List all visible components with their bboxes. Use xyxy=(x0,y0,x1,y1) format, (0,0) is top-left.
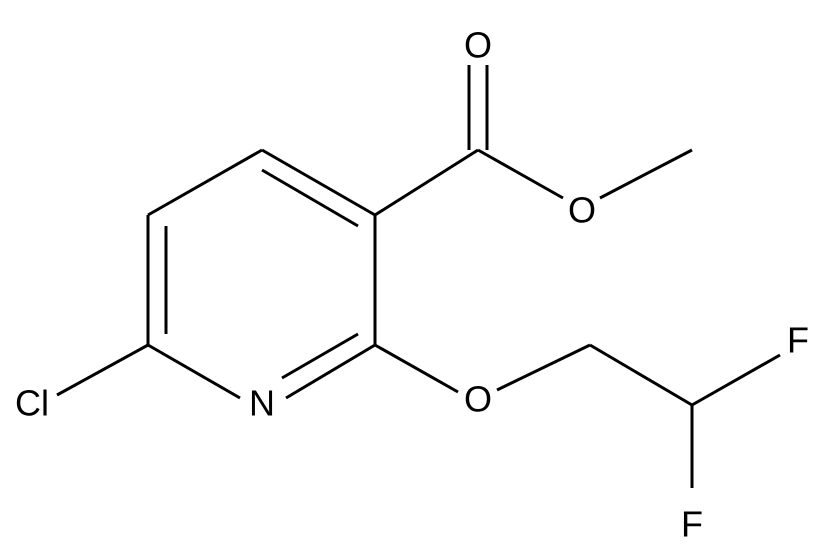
atom-o-carbonyl: O xyxy=(464,25,492,66)
bond-c3-ccarbonyl xyxy=(374,148,479,217)
atom-labels: O O O N Cl F F xyxy=(15,25,809,545)
bond-c6-n xyxy=(147,343,241,400)
bond-oether-ch2 xyxy=(496,343,591,392)
bond-chf2-f-top xyxy=(691,353,781,407)
bonds xyxy=(56,65,781,488)
atom-o-ether: O xyxy=(464,379,492,420)
atom-cl: Cl xyxy=(15,383,49,424)
bond-n-c2-inner xyxy=(281,332,359,380)
bond-ch2-chf2 xyxy=(589,343,693,407)
atom-o-ester: O xyxy=(568,190,596,231)
bond-oester-ch3 xyxy=(599,148,693,200)
bond-c3-c4 xyxy=(261,148,376,217)
atom-f-top: F xyxy=(787,320,809,361)
atom-f-bottom: F xyxy=(681,504,703,545)
bond-ccarbonyl-oester xyxy=(477,148,564,200)
bond-c2-oether xyxy=(374,343,459,394)
bond-n-c2 xyxy=(285,343,376,400)
bond-c6-cl xyxy=(56,343,149,397)
bond-c3-c4-inner xyxy=(261,168,359,228)
bond-c4-c5 xyxy=(147,148,263,217)
atom-n: N xyxy=(249,383,275,424)
